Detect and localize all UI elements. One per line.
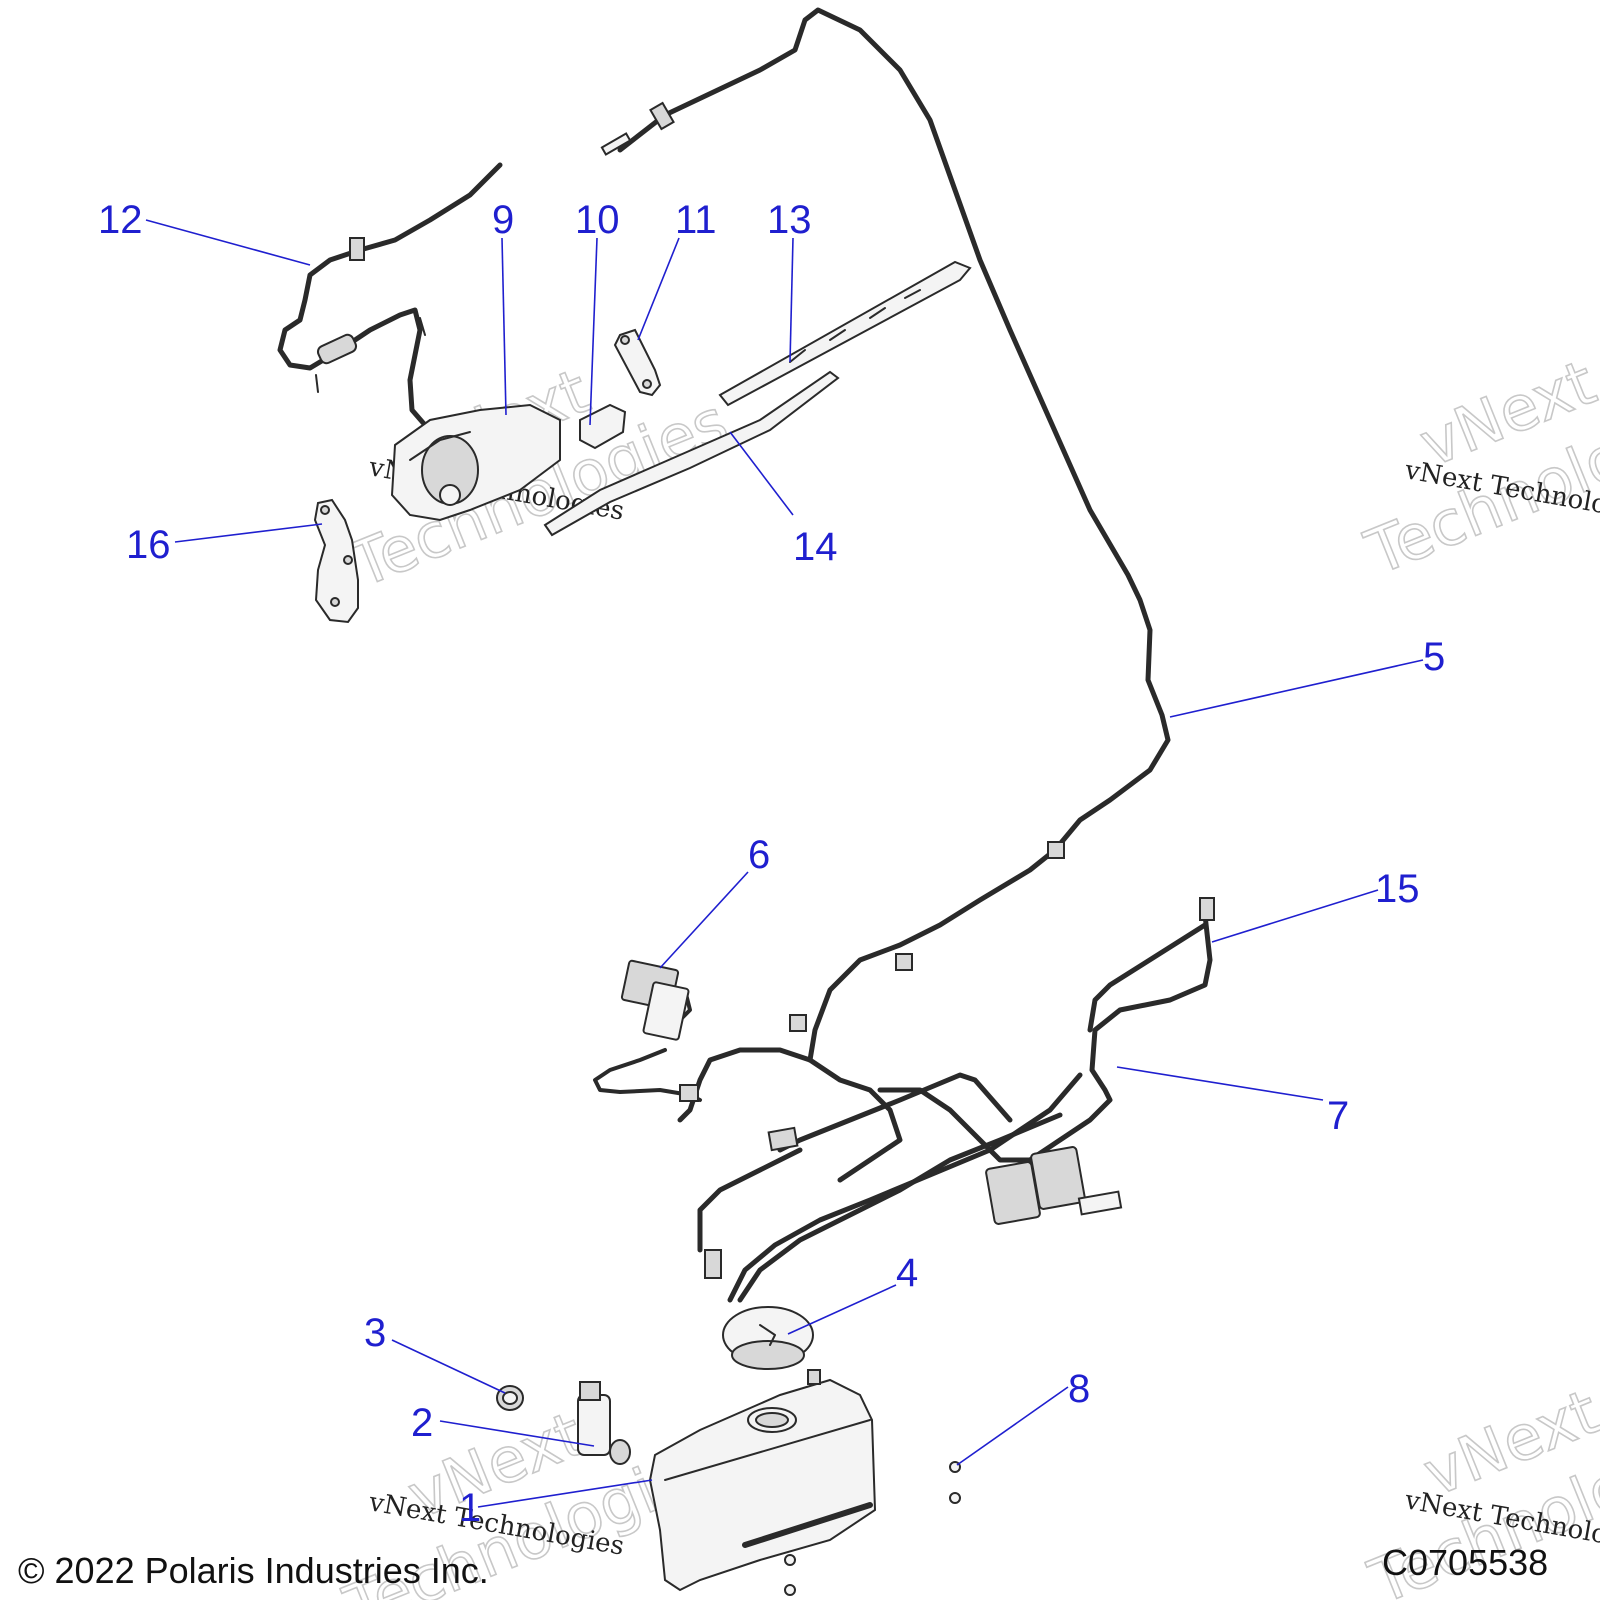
callout-labels: 1 2 3 4 5 6 7 8 9 10 11 13 12 14 15 16 [98, 198, 1445, 1530]
motor-bracket [313, 498, 359, 624]
leader-lines [145, 219, 1424, 1508]
wiper-switch [620, 959, 690, 1041]
callout-8: 8 [1068, 1367, 1090, 1411]
copyright-text: © 2022 Polaris Industries Inc. [18, 1550, 489, 1591]
callout-10: 10 [575, 198, 620, 242]
reservoir-cap [722, 1306, 814, 1370]
link-plate [613, 328, 662, 397]
callout-5: 5 [1423, 635, 1445, 679]
callout-12: 12 [98, 198, 143, 242]
wire-lead [277, 162, 503, 428]
callout-4: 4 [896, 1251, 918, 1295]
callout-11: 11 [675, 198, 717, 242]
nut-cap [579, 403, 627, 450]
callout-9: 9 [492, 198, 514, 242]
callout-12-13: 13 [767, 198, 812, 242]
screws [784, 1461, 961, 1596]
callout-2: 2 [411, 1401, 433, 1445]
wiper-blade [718, 260, 972, 407]
callout-7: 7 [1327, 1094, 1349, 1138]
callout-3: 3 [364, 1311, 386, 1355]
drawing-code: C0705538 [1382, 1542, 1548, 1583]
washer-reservoir [648, 1369, 877, 1592]
wiper-motor [390, 403, 561, 522]
wire-harness [593, 897, 1215, 1303]
callout-6: 6 [748, 833, 770, 877]
washer-hose [600, 7, 1171, 1063]
washer-pump [577, 1381, 631, 1465]
callout-1: 1 [459, 1486, 481, 1530]
wiper-arm [543, 370, 840, 537]
callout-14: 14 [793, 525, 838, 569]
callout-15: 15 [1375, 867, 1420, 911]
grommet [496, 1385, 524, 1411]
callout-16: 16 [126, 523, 171, 567]
